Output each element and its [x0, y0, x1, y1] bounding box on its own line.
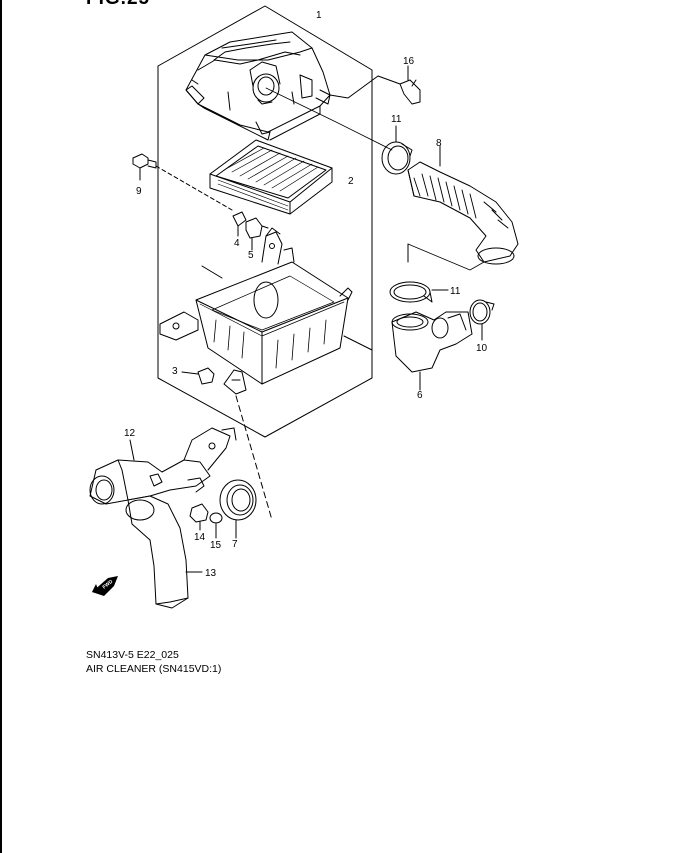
- clip-5-part: [245, 217, 269, 239]
- intake-hose-8-part: [407, 161, 519, 265]
- figure-code: SN413V-5 E22_025: [86, 649, 179, 661]
- bracket-16-part: [399, 79, 421, 105]
- callout-13: 13: [205, 568, 217, 579]
- callout-1: 1: [316, 10, 322, 21]
- lower-case-part: [159, 227, 353, 395]
- figure-title: FIG.25: [86, 0, 150, 10]
- nut-14-part: [189, 503, 209, 523]
- upper-housing-part: [185, 31, 331, 141]
- callout-2: 2: [348, 176, 354, 187]
- callout-11-lower: 11: [450, 286, 461, 297]
- elbow-hose-13-part: [125, 495, 189, 609]
- leader-cover-8: [265, 87, 393, 151]
- callout-5: 5: [248, 250, 254, 261]
- leader-8-6: [407, 243, 485, 271]
- phantom-line-case-duct: [235, 395, 273, 521]
- callout-16: 16: [403, 56, 415, 67]
- leader-9-dash: [155, 165, 233, 211]
- leader-12: [129, 439, 135, 461]
- clamp-11-upper-part: [381, 141, 413, 175]
- callout-12: 12: [124, 428, 136, 439]
- clip-3-part: [197, 367, 215, 385]
- callout-10: 10: [476, 343, 488, 354]
- duct-12-part: [89, 427, 237, 505]
- figure-name: AIR CLEANER (SN415VD:1): [86, 663, 222, 675]
- callout-11-upper: 11: [391, 114, 402, 125]
- bolt-9-part: [132, 153, 157, 169]
- grommet-4-part: [232, 211, 247, 227]
- phantom-line-case-right: [343, 335, 373, 351]
- callout-14: 14: [194, 532, 206, 543]
- ring-7-part: [219, 479, 257, 521]
- leader-cover-16: [329, 75, 401, 99]
- callout-7: 7: [232, 539, 238, 550]
- resonator-6-part: [391, 311, 473, 373]
- callout-15: 15: [210, 540, 222, 551]
- clamp-11-lower-part: [389, 281, 433, 303]
- filter-element-part: [209, 139, 333, 215]
- front-arrow-label: FWD: [102, 579, 115, 591]
- callout-4: 4: [234, 238, 240, 249]
- callout-6: 6: [417, 390, 423, 401]
- phantom-line-bracket: [201, 265, 223, 279]
- assembly-outline: [157, 5, 373, 438]
- callout-9: 9: [136, 186, 142, 197]
- leader-3: [181, 371, 199, 375]
- callout-3: 3: [172, 366, 178, 377]
- grommet-15-part: [209, 512, 223, 524]
- front-arrow-icon: FWD: [92, 576, 118, 596]
- callout-8: 8: [436, 138, 442, 149]
- clamp-10-part: [469, 299, 495, 325]
- stud-part: [149, 473, 163, 487]
- page-left-border: [0, 0, 2, 853]
